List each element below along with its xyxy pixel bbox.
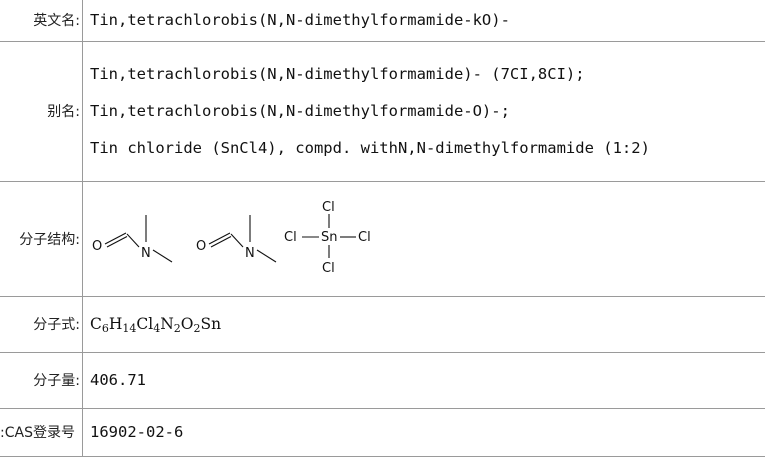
formula-label: 分子式: (0, 296, 83, 352)
alias-value-2: Tin,tetrachlorobis(N,N-dimethylformamide… (90, 93, 765, 130)
molecular-formula: C6H14Cl4N2O2Sn (83, 296, 765, 352)
english-name-value: Tin,tetrachlorobis(N,N-dimethylformamide… (83, 0, 765, 41)
row-cas-number: CAS登录号: 16902-02-6 (0, 408, 765, 456)
row-structure: 分子结构: O N O N (0, 181, 765, 296)
formula-element-c: C (90, 315, 102, 333)
structure-cell: O N O N (83, 181, 765, 296)
sncl4-molecule: Cl Cl Sn Cl Cl (284, 200, 371, 276)
formula-element-cl: Cl (136, 315, 153, 333)
atom-cl-right: Cl (358, 230, 371, 245)
atom-n-1: N (141, 246, 151, 261)
dmf-molecule-1: O N (92, 215, 172, 262)
molecular-structure-diagram: O N O N (90, 192, 390, 282)
alias-label: 别名: (0, 41, 83, 181)
alias-values: Tin,tetrachlorobis(N,N-dimethylformamide… (83, 41, 765, 181)
alias-value-1: Tin,tetrachlorobis(N,N-dimethylformamide… (90, 56, 765, 93)
formula-element-n: N (160, 315, 174, 333)
formula-count-o: 2 (194, 322, 201, 335)
formula-element-sn: Sn (201, 315, 222, 333)
english-name-label: 英文名: (0, 0, 83, 41)
atom-cl-left: Cl (284, 230, 297, 245)
atom-o-2: O (196, 239, 206, 254)
molecular-weight-value: 406.71 (83, 352, 765, 408)
row-english-name: 英文名: Tin,tetrachlorobis(N,N-dimethylform… (0, 0, 765, 41)
atom-o-1: O (92, 239, 102, 254)
row-molecular-weight: 分子量: 406.71 (0, 352, 765, 408)
atom-sn: Sn (321, 230, 338, 245)
dmf-molecule-2: O N (196, 215, 276, 262)
formula-count-n: 2 (174, 322, 181, 335)
formula-element-h: H (109, 315, 123, 333)
molecular-weight-label: 分子量: (0, 352, 83, 408)
formula-count-h: 14 (122, 322, 136, 335)
atom-n-2: N (245, 246, 255, 261)
structure-label: 分子结构: (0, 181, 83, 296)
cas-number-label: CAS登录号: (0, 408, 83, 456)
row-formula: 分子式: C6H14Cl4N2O2Sn (0, 296, 765, 352)
atom-cl-top: Cl (322, 200, 335, 215)
formula-element-o: O (181, 315, 194, 333)
alias-value-3: Tin chloride (SnCl4), compd. withN,N-dim… (90, 130, 765, 167)
row-alias: 别名: Tin,tetrachlorobis(N,N-dimethylforma… (0, 41, 765, 181)
atom-cl-bottom: Cl (322, 261, 335, 276)
formula-count-c: 6 (102, 322, 109, 335)
cas-number-value: 16902-02-6 (83, 408, 765, 456)
